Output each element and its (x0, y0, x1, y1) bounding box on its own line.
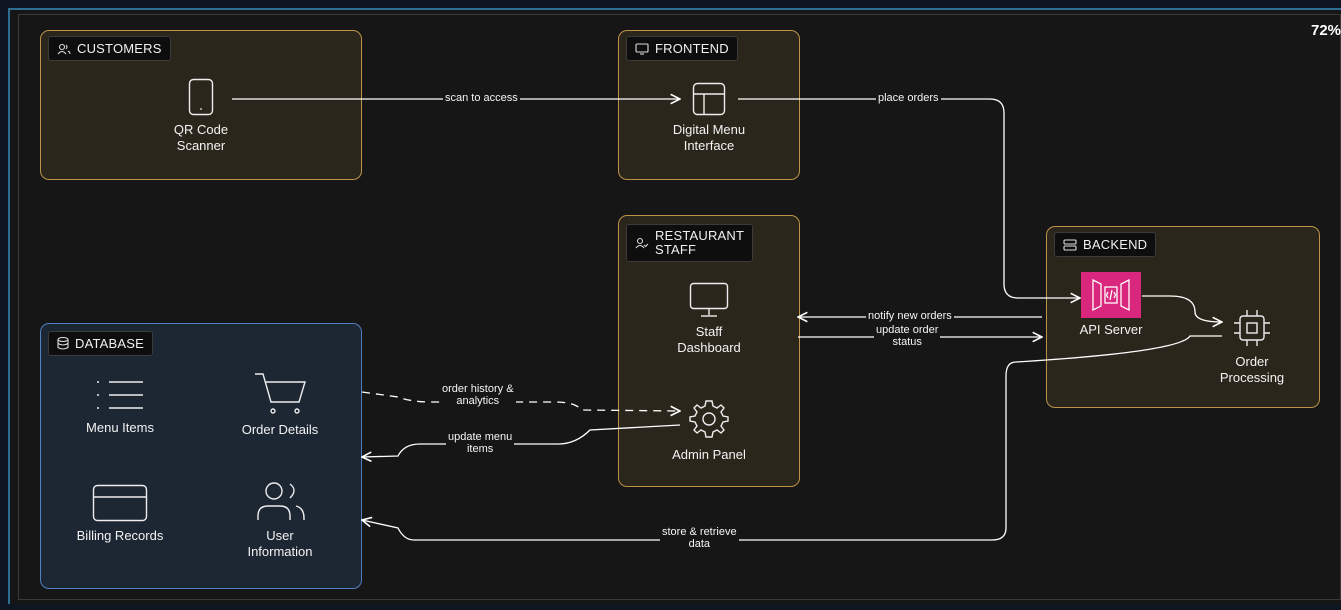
node-label-admin-panel: Admin Panel (672, 447, 746, 462)
list-icon (97, 381, 143, 409)
node-label-menu-items: Menu Items (86, 420, 154, 435)
node-label-billing-records: Billing Records (76, 528, 164, 543)
node-label-staff-dashboard: Staff Dashboard (677, 324, 741, 355)
group-label-backend: BACKEND (1083, 237, 1148, 252)
edge-label-history: order history & analytics (440, 383, 516, 407)
shopping-cart-icon (255, 373, 306, 414)
group-title-customers: CUSTOMERS (48, 36, 171, 61)
group-label-staff: RESTAURANT STAFF (655, 228, 745, 257)
server-icon (1063, 238, 1077, 251)
node-label-digital-menu: Digital Menu Interface (672, 122, 746, 153)
node-digital-menu[interactable]: Digital Menu Interface (644, 82, 774, 154)
group-title-database: DATABASE (48, 331, 154, 356)
users-icon (257, 482, 305, 520)
node-qr-scanner[interactable]: QR Code Scanner (141, 78, 261, 154)
gear-icon (689, 400, 729, 438)
monitor-icon (689, 282, 729, 317)
phone-icon (188, 78, 214, 116)
credit-card-icon (92, 484, 148, 522)
edge-label-notify: notify new orders (866, 310, 954, 322)
database-icon (57, 337, 69, 350)
edge-label-place-orders: place orders (876, 92, 941, 104)
edge-label-scan: scan to access (443, 92, 520, 104)
node-label-qr-scanner: QR Code Scanner (173, 122, 229, 153)
monitor-icon (635, 42, 649, 55)
node-order-details[interactable]: Order Details (220, 372, 340, 438)
node-label-user-information: User Information (247, 528, 313, 559)
group-title-staff: RESTAURANT STAFF (626, 224, 754, 262)
user-check-icon (635, 237, 649, 249)
group-database[interactable] (40, 323, 362, 589)
users-icon (57, 43, 71, 54)
node-staff-dashboard[interactable]: Staff Dashboard (649, 282, 769, 356)
group-label-frontend: FRONTEND (655, 41, 729, 56)
node-api-server[interactable]: API Server (1056, 272, 1166, 338)
node-billing-records[interactable]: Billing Records (60, 484, 180, 544)
group-label-database: DATABASE (75, 336, 145, 351)
node-admin-panel[interactable]: Admin Panel (649, 397, 769, 463)
api-gateway-icon (1081, 272, 1141, 318)
layout-icon (692, 82, 726, 116)
edge-label-store: store & retrieve data (660, 526, 739, 550)
cpu-icon (1234, 310, 1270, 346)
group-title-backend: BACKEND (1054, 232, 1157, 257)
edge-label-update-menu: update menu items (446, 431, 515, 455)
node-user-information[interactable]: User Information (220, 480, 340, 560)
node-menu-items[interactable]: Menu Items (60, 376, 180, 436)
node-label-order-details: Order Details (241, 422, 319, 437)
zoom-level[interactable]: 72% (1311, 22, 1341, 39)
node-label-api-server: API Server (1079, 322, 1143, 337)
group-title-frontend: FRONTEND (626, 36, 738, 61)
edge-label-update-status: update order status (874, 324, 941, 348)
node-label-order-processing: Order Processing (1219, 354, 1285, 385)
group-label-customers: CUSTOMERS (77, 41, 162, 56)
node-order-processing[interactable]: Order Processing (1197, 308, 1307, 386)
